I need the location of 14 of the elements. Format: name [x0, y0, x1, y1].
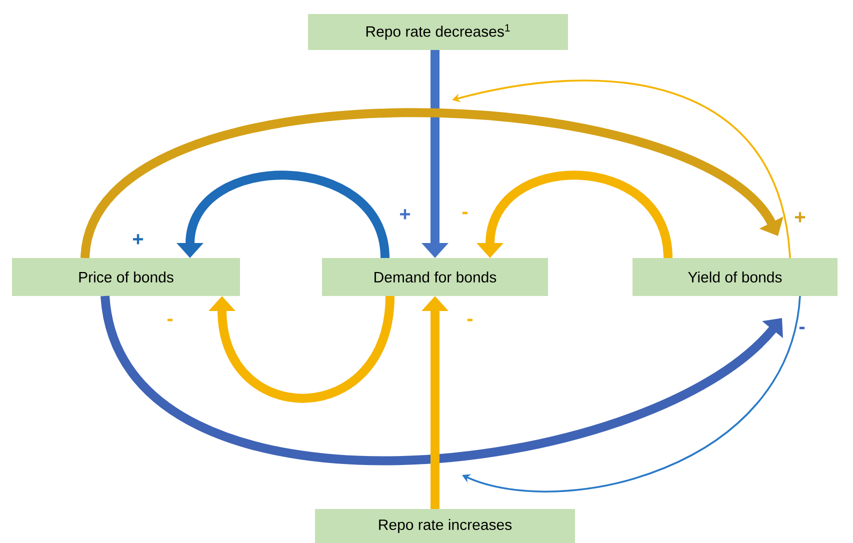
- sign-label: +: [793, 211, 807, 225]
- label-box: Demand for bonds: [322, 258, 548, 296]
- label-box: Yield of bonds: [632, 258, 838, 296]
- sign-label: -: [460, 210, 470, 220]
- sign-label: -: [798, 326, 806, 334]
- sign-label: +: [131, 233, 145, 247]
- sign-label: +: [398, 208, 412, 222]
- label-box: Repo rate decreases$^{1}$: [308, 14, 568, 50]
- sign-label: -: [466, 318, 474, 326]
- block-arrow: [208, 296, 394, 403]
- label-box: Repo rate increases: [315, 509, 575, 543]
- label-box: Price of bonds: [12, 258, 240, 296]
- sign-label: -: [166, 318, 174, 326]
- block-arrow: [100, 294, 783, 465]
